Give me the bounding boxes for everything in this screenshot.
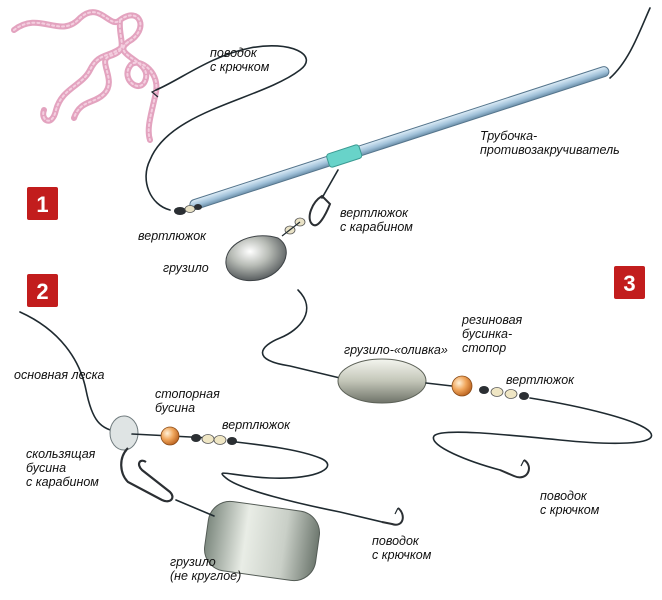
rubber-stopper-3	[451, 375, 473, 397]
leader-1	[145, 44, 308, 211]
label-sinker-1: грузило	[163, 261, 209, 275]
block-sinker-2	[204, 500, 320, 582]
main-line-2	[19, 311, 121, 433]
hook-3	[499, 459, 530, 479]
figure-1-badge: 1	[27, 187, 58, 220]
svg-text:3: 3	[623, 271, 635, 296]
swivel-1	[174, 204, 202, 215]
swivel-2	[191, 434, 237, 445]
snap-swivel-1	[281, 169, 339, 237]
sliding-bead-2	[109, 415, 139, 451]
main-line-3	[261, 289, 341, 379]
anti-tangle-tube	[189, 66, 610, 211]
stopper-bead-2	[160, 426, 180, 446]
pear-sinker-1	[225, 235, 287, 282]
label-tube: Трубочка-противозакручиватель	[480, 129, 620, 157]
label-swivel-2: вертлюжок	[222, 418, 291, 432]
leader-3	[432, 397, 653, 471]
label-sinker-2: грузило(не круглое)	[170, 555, 241, 583]
hook-2	[381, 507, 404, 526]
snap-clip-2	[120, 447, 174, 503]
figure-2-badge: 2	[27, 274, 58, 307]
leader-2	[221, 441, 383, 523]
swivel-3	[479, 386, 529, 400]
main-line-1	[609, 7, 651, 79]
svg-text:1: 1	[36, 192, 48, 217]
figure-3-badge: 3	[614, 266, 645, 299]
svg-text:2: 2	[36, 279, 48, 304]
label-main-line: основная леска	[14, 368, 105, 382]
label-swivel-3: вертлюжок	[506, 373, 575, 387]
label-olive-sinker: грузило-«оливка»	[344, 343, 448, 357]
olive-sinker-3	[337, 358, 427, 404]
label-swivel-1: вертлюжок	[138, 229, 207, 243]
